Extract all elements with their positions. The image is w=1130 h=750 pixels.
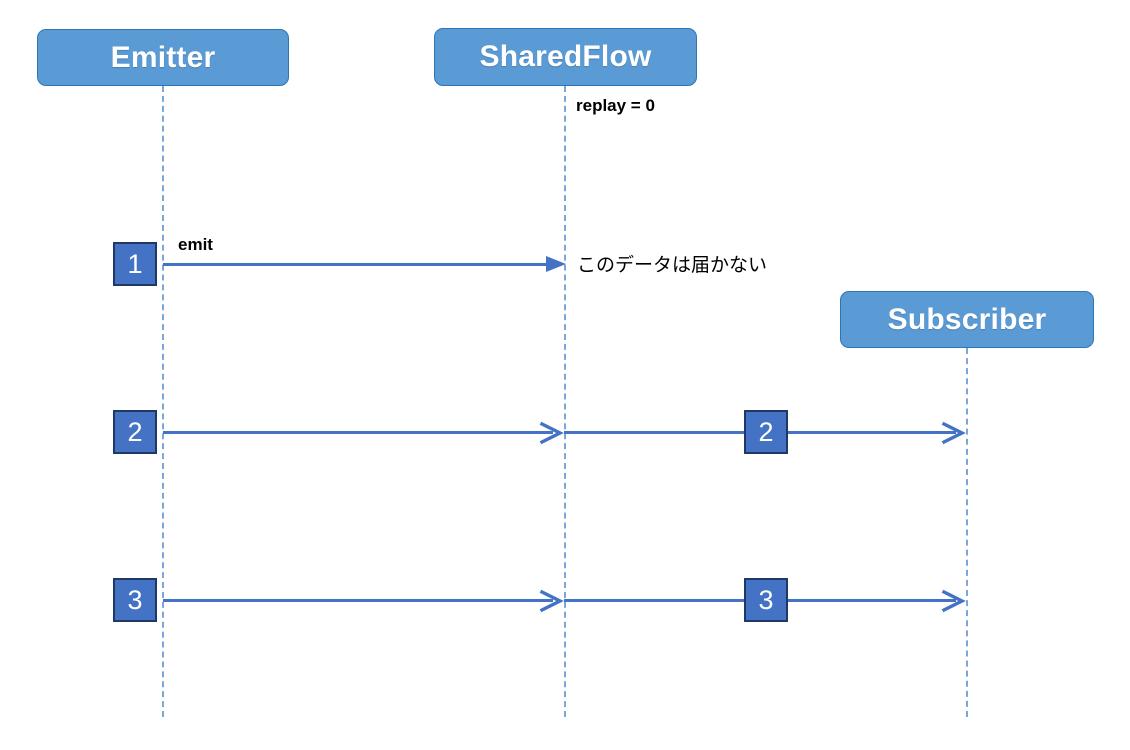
seq-badge-3-emitter[interactable]: 3 xyxy=(113,578,157,622)
seq-badge-2-middle-label: 2 xyxy=(758,416,774,447)
arrowhead-open-2b xyxy=(940,421,966,445)
lifeline-subscriber xyxy=(966,348,968,717)
message-line-3-emitter-to-sharedflow xyxy=(163,599,553,602)
message-line-2-emitter-to-sharedflow xyxy=(163,431,553,434)
seq-badge-3-middle[interactable]: 3 xyxy=(744,578,788,622)
participant-subscriber[interactable]: Subscriber xyxy=(840,291,1094,348)
seq-badge-3-middle-label: 3 xyxy=(758,584,774,615)
arrowhead-open-3a xyxy=(538,589,564,613)
participant-sharedflow-label: SharedFlow xyxy=(479,40,652,73)
lifeline-emitter xyxy=(162,86,164,717)
arrowhead-open-2a xyxy=(538,421,564,445)
seq-badge-2-emitter-label: 2 xyxy=(127,416,143,447)
participant-sharedflow[interactable]: SharedFlow xyxy=(434,28,697,86)
seq-badge-2-middle[interactable]: 2 xyxy=(744,410,788,454)
arrowhead-solid-1 xyxy=(546,253,568,275)
seq-badge-2-emitter[interactable]: 2 xyxy=(113,410,157,454)
participant-emitter-label: Emitter xyxy=(110,40,216,74)
arrowhead-open-3b xyxy=(940,589,966,613)
participant-subscriber-label: Subscriber xyxy=(887,302,1047,336)
participant-emitter[interactable]: Emitter xyxy=(37,29,289,86)
message-line-1-emitter-to-sharedflow xyxy=(163,263,551,266)
seq-badge-3-emitter-label: 3 xyxy=(127,584,143,615)
seq-badge-1-emitter[interactable]: 1 xyxy=(113,242,157,286)
note-data-not-delivered: このデータは届かない xyxy=(577,254,768,276)
note-replay: replay = 0 xyxy=(576,96,655,115)
seq-badge-1-label: 1 xyxy=(127,248,143,279)
lifeline-sharedflow xyxy=(564,86,566,717)
message-label-emit: emit xyxy=(178,235,213,254)
